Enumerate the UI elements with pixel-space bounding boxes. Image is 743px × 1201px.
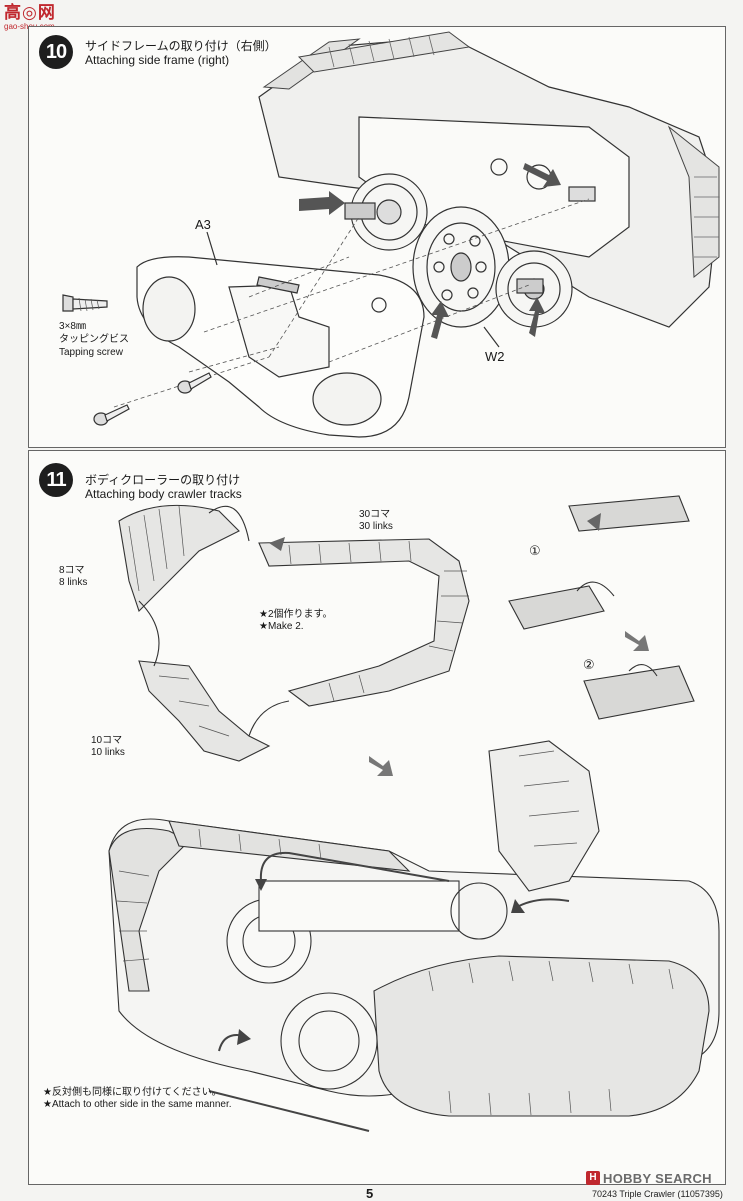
hobby-search-text: HOBBY SEARCH: [603, 1170, 712, 1186]
step-11-number-badge: 11: [39, 463, 73, 497]
step-11-panel: 11 ボディクローラーの取り付け Attaching body crawler …: [28, 450, 726, 1185]
step-10-title-jp: サイドフレームの取り付け（右側）: [85, 39, 277, 53]
step-11-title-jp: ボディクローラーの取り付け: [85, 473, 241, 487]
step-10-number-badge: 10: [39, 35, 73, 69]
crawler-tracks-illustration: [108, 495, 720, 1132]
watermark-bottom-logo: H HOBBY SEARCH: [586, 1170, 712, 1186]
side-frame-illustration: [62, 31, 720, 438]
links-30-label-en: 30 links: [359, 521, 393, 532]
screw-size-label: 3×8㎜: [59, 321, 86, 332]
links-10-label-jp: 10コマ: [91, 735, 123, 746]
screw-name-jp: タッピングビス: [59, 334, 129, 345]
part-label-a3: A3: [195, 217, 211, 232]
links-10-label-en: 10 links: [91, 747, 125, 758]
page-number: 5: [366, 1186, 374, 1201]
footer-product-code: 70243 Triple Crawler (11057395): [592, 1189, 723, 1199]
part-label-w2: W2: [485, 349, 505, 364]
step-11-title-en: Attaching body crawler tracks: [85, 487, 242, 501]
links-30-label-jp: 30コマ: [359, 509, 391, 520]
sub-step-2-marker: ②: [583, 657, 595, 672]
links-8-label-en: 8 links: [59, 577, 88, 588]
make-two-note-en: ★Make 2.: [259, 621, 304, 632]
watermark-glyphs: 高◎网: [4, 3, 56, 22]
step-10-panel: 10 サイドフレームの取り付け（右側） Attaching side frame…: [28, 26, 726, 448]
step-10-title-en: Attaching side frame (right): [85, 53, 230, 67]
make-two-note-jp: ★2個作ります。: [259, 609, 333, 620]
hobby-search-logo-icon: H: [586, 1171, 600, 1185]
other-side-note-en: ★Attach to other side in the same manner…: [43, 1099, 232, 1110]
other-side-note-jp: ★反対側も同様に取り付けてください。: [43, 1087, 222, 1098]
sub-step-1-marker: ①: [529, 543, 541, 558]
links-8-label-jp: 8コマ: [59, 565, 85, 576]
screw-name-en: Tapping screw: [59, 347, 123, 358]
